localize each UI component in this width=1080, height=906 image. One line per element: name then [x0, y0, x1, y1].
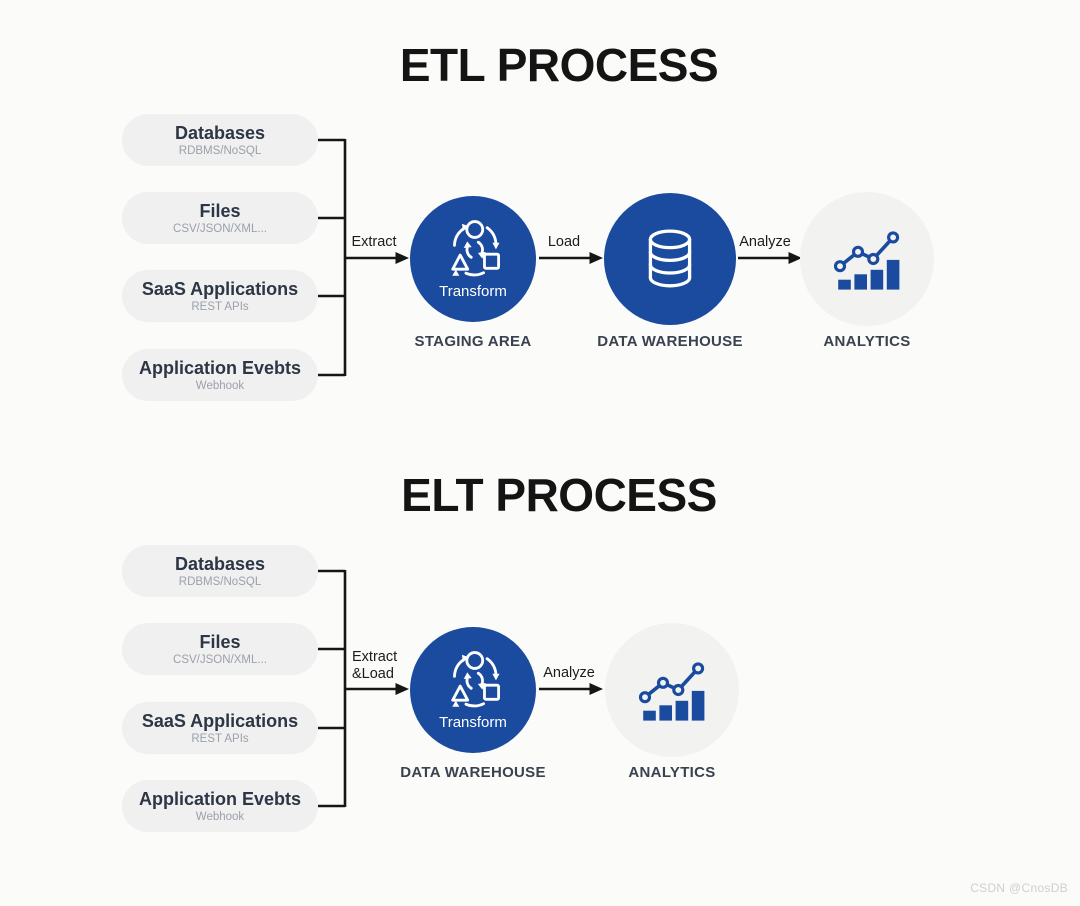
pill-title: Application Evebts [138, 357, 302, 378]
pill-title: Databases [174, 553, 266, 574]
pill-title: SaaS Applications [141, 710, 299, 731]
analytics-chart-icon [831, 225, 903, 293]
load-arrow-label: Load [547, 234, 581, 250]
database-icon [637, 226, 703, 292]
transform-icon [443, 649, 503, 709]
pill-subtitle: RDBMS/NoSQL [178, 144, 262, 157]
analytics-node [800, 192, 934, 326]
data-warehouse-node [604, 193, 736, 325]
source-pill-events: Application Evebts Webhook [122, 780, 318, 832]
pill-title: Files [199, 200, 241, 221]
staging-area-label: STAGING AREA [414, 333, 532, 350]
pill-title: Application Evebts [138, 788, 302, 809]
extract-arrow-label: Extract [351, 234, 397, 250]
etl-title: ETL PROCESS [399, 39, 719, 91]
pill-subtitle: REST APIs [191, 300, 249, 313]
extract-load-arrow-label: Extract &Load [352, 649, 422, 683]
pill-subtitle: Webhook [195, 810, 245, 823]
pill-subtitle: RDBMS/NoSQL [178, 575, 262, 588]
pill-subtitle: CSV/JSON/XML... [173, 222, 267, 235]
transform-inner-label: Transform [439, 714, 507, 731]
elt-title: ELT PROCESS [401, 469, 717, 521]
analytics-chart-icon [636, 656, 708, 724]
pill-subtitle: CSV/JSON/XML... [173, 653, 267, 666]
analyze-arrow-label: Analyze [543, 665, 595, 681]
pill-title: SaaS Applications [141, 278, 299, 299]
extract-load-line2: &Load [352, 666, 394, 682]
source-pill-files: Files CSV/JSON/XML... [122, 192, 318, 244]
analyze-arrow-label: Analyze [739, 234, 791, 250]
pill-title: Files [199, 631, 241, 652]
pill-subtitle: Webhook [195, 379, 245, 392]
transform-icon [443, 218, 503, 278]
analytics-label: ANALYTICS [823, 333, 911, 350]
staging-area-node: Transform [410, 196, 536, 322]
elt-analytics-node [605, 623, 739, 757]
watermark: CSDN @CnosDB [970, 881, 1068, 895]
elt-warehouse-label: DATA WAREHOUSE [400, 764, 546, 781]
source-pill-events: Application Evebts Webhook [122, 349, 318, 401]
source-pill-databases: Databases RDBMS/NoSQL [122, 545, 318, 597]
extract-load-line1: Extract [352, 649, 398, 665]
source-pill-saas: SaaS Applications REST APIs [122, 270, 318, 322]
elt-analytics-label: ANALYTICS [628, 764, 716, 781]
pill-subtitle: REST APIs [191, 732, 249, 745]
data-warehouse-label: DATA WAREHOUSE [597, 333, 743, 350]
source-pill-saas: SaaS Applications REST APIs [122, 702, 318, 754]
pill-title: Databases [174, 122, 266, 143]
transform-inner-label: Transform [439, 283, 507, 300]
source-pill-files: Files CSV/JSON/XML... [122, 623, 318, 675]
source-pill-databases: Databases RDBMS/NoSQL [122, 114, 318, 166]
elt-warehouse-node: Transform [410, 627, 536, 753]
